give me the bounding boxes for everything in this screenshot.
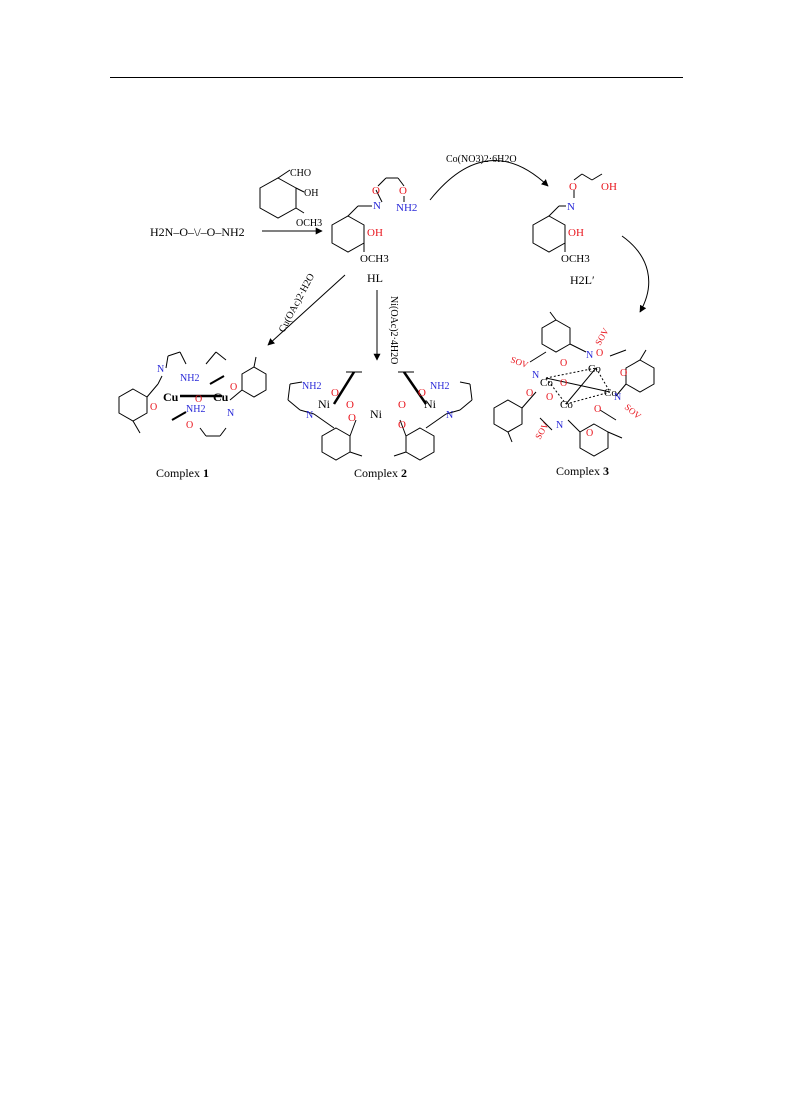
complex1-structure	[118, 351, 267, 437]
complex3-sov4: SOV	[533, 420, 551, 441]
caption-complex1-number: 1	[203, 466, 209, 480]
hl-oxime-o2: O	[399, 185, 407, 197]
complex3-o6: O	[594, 404, 601, 415]
complex3-sov1: SOV	[593, 326, 611, 347]
reagent-copper: Cu(OAc)2·H2O	[277, 272, 317, 335]
complex2-n-right: N	[446, 410, 453, 421]
complex3-co2: Co	[588, 363, 601, 375]
complex3-o1: O	[560, 358, 567, 369]
aldehyde-oh: OH	[304, 188, 318, 199]
reaction-scheme: H2N–O–\/–O–NH2 CHO OH OCH3 O O N NH2 OH …	[118, 154, 655, 461]
hl-methoxy: OCH3	[360, 253, 389, 265]
complex1-o4: O	[186, 420, 193, 431]
complex1-n2: N	[227, 408, 234, 419]
complex1-cu1: Cu	[163, 390, 179, 404]
complex3-structure	[493, 311, 655, 457]
complex3-sov2: SOV	[509, 354, 530, 370]
h2l-imine-n: N	[567, 201, 575, 213]
complex1-o1: O	[150, 402, 157, 413]
complex3-co3: Co	[604, 387, 617, 399]
hl-imine-n: N	[373, 200, 381, 212]
h2l-oxime-o: O	[569, 181, 577, 193]
complex2-o2: O	[346, 399, 354, 411]
reagent-cobalt: Co(NO3)2·6H2O	[446, 154, 517, 165]
hl-oxime-o: O	[372, 185, 380, 197]
complex3-o8: O	[586, 428, 593, 439]
hl-label: HL	[367, 271, 383, 285]
caption-complex3: Complex 3	[556, 464, 609, 479]
complex1-o2: O	[195, 394, 202, 405]
complex3-n1: N	[586, 350, 593, 361]
caption-complex2: Complex 2	[354, 466, 407, 481]
complex2-ni1: Ni	[318, 397, 331, 411]
h2l-label: H2L′	[570, 273, 595, 287]
ligand-hl	[331, 177, 405, 253]
arrow-cobalt-reaction	[429, 160, 549, 201]
complex2-o1: O	[331, 387, 339, 399]
complex3-o5: O	[546, 392, 553, 403]
caption-complex3-text: Complex	[556, 464, 603, 478]
ligand-h2l	[532, 173, 603, 253]
complex3-sov3: SOV	[623, 402, 644, 422]
hl-amine: NH2	[396, 202, 417, 214]
complex1-cu2: Cu	[213, 390, 229, 404]
hl-hydroxy: OH	[367, 227, 383, 239]
complex3-n3: N	[614, 392, 621, 403]
complex2-nh2-right: NH2	[430, 381, 449, 392]
complex3-o3: O	[620, 368, 627, 379]
complex3-n2: N	[532, 370, 539, 381]
arrow-to-complex3	[621, 235, 650, 313]
h2l-methoxy: OCH3	[561, 253, 590, 265]
complex1-n1: N	[157, 364, 164, 375]
complex2-n-left: N	[306, 410, 313, 421]
caption-complex2-number: 2	[401, 466, 407, 480]
caption-complex1-text: Complex	[156, 466, 203, 480]
h2l-terminal-oh: OH	[601, 181, 617, 193]
start-diamine: H2N–O–\/–O–NH2	[150, 225, 245, 239]
complex3-o7: O	[560, 378, 567, 389]
aldehyde-reagent	[259, 169, 305, 219]
h2l-phenol-oh: OH	[568, 227, 584, 239]
complex2-o5: O	[418, 387, 426, 399]
complex2-o3: O	[348, 412, 356, 424]
complex2-ni2: Ni	[370, 407, 383, 421]
reagent-nickel: Ni(OAc)2·4H2O	[388, 296, 399, 364]
complex2-o4: O	[398, 399, 406, 411]
complex1-nh2-top: NH2	[180, 373, 199, 384]
aldehyde-och3: OCH3	[296, 218, 322, 229]
complex2-o6: O	[398, 419, 406, 431]
complex3-n4: N	[556, 420, 563, 431]
complex3-o4: O	[526, 388, 533, 399]
complex3-co4: Co	[560, 399, 573, 411]
header-rule	[110, 77, 683, 78]
complex1-nh2-bottom: NH2	[186, 404, 205, 415]
complex3-co1: Co	[540, 377, 553, 389]
arrow-to-complex1	[267, 274, 346, 346]
caption-complex3-number: 3	[603, 464, 609, 478]
complex2-structure	[287, 371, 473, 461]
caption-complex1: Complex 1	[156, 466, 209, 481]
complex1-o3: O	[230, 382, 237, 393]
caption-complex2-text: Complex	[354, 466, 401, 480]
aldehyde-cho: CHO	[290, 168, 311, 179]
complex2-ni3: Ni	[424, 397, 437, 411]
complex2-nh2-left: NH2	[302, 381, 321, 392]
complex3-o2: O	[596, 348, 603, 359]
